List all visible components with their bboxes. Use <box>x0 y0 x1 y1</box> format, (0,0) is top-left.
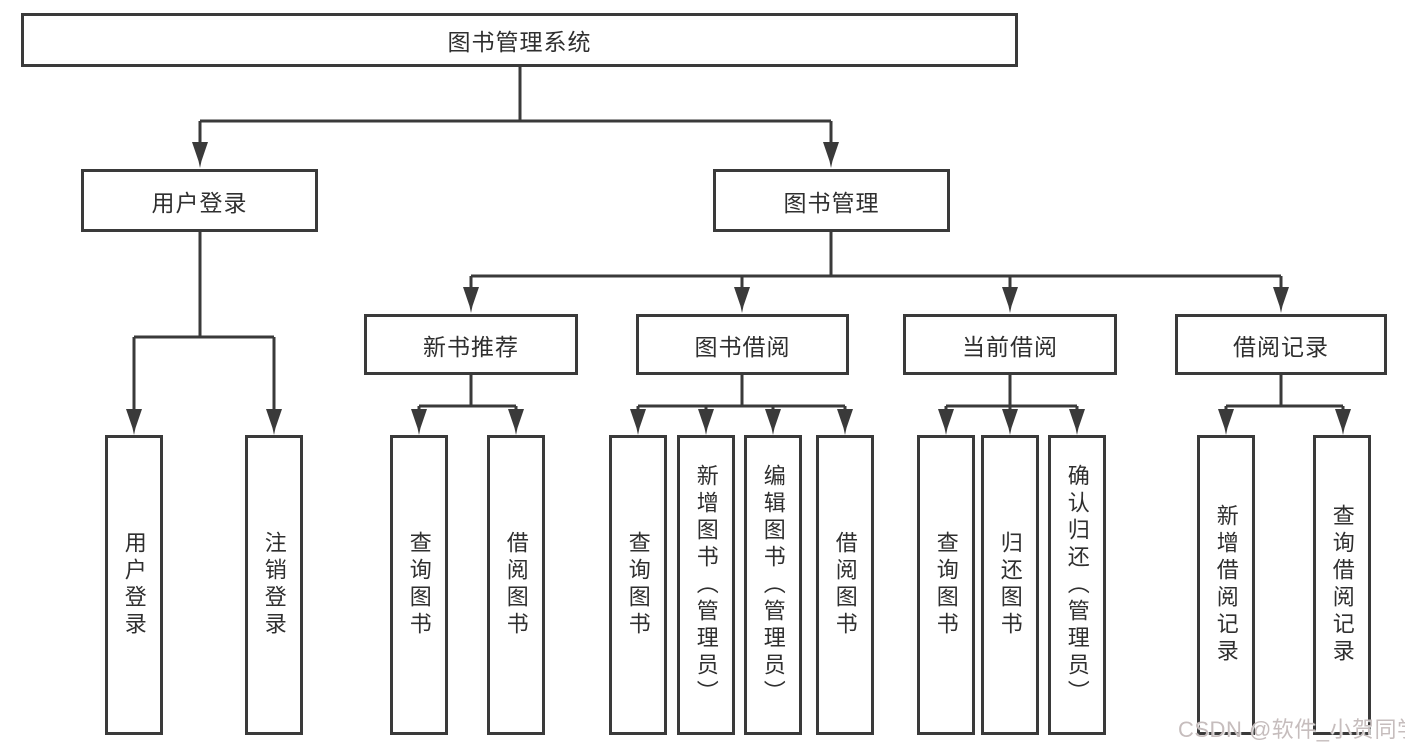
leaf-label: 注销登录 <box>261 531 287 639</box>
leaf-query-books-3: 查询图书 <box>917 435 975 735</box>
leaf-label: 查询图书 <box>933 531 959 639</box>
leaf-label: 新增图书（管理员） <box>693 463 719 707</box>
csdn-watermark: CSDN @软件_小贺同学 <box>1178 717 1405 742</box>
leaf-logout: 注销登录 <box>245 435 303 735</box>
node-borrow-records: 借阅记录 <box>1175 314 1387 375</box>
node-book-borrow: 图书借阅 <box>636 314 849 375</box>
leaf-label: 查询图书 <box>406 531 432 639</box>
leaf-edit-books-admin: 编辑图书（管理员） <box>744 435 802 735</box>
node-root: 图书管理系统 <box>21 13 1018 67</box>
leaf-query-books-1: 查询图书 <box>390 435 448 735</box>
node-user-login: 用户登录 <box>81 169 318 232</box>
leaf-label: 用户登录 <box>121 531 147 639</box>
leaf-query-books-2: 查询图书 <box>609 435 667 735</box>
leaf-label: 编辑图书（管理员） <box>760 463 786 707</box>
leaf-add-borrow-record: 新增借阅记录 <box>1197 435 1255 735</box>
leaf-label: 查询借阅记录 <box>1329 504 1355 666</box>
leaf-return-books: 归还图书 <box>981 435 1039 735</box>
leaf-query-borrow-record: 查询借阅记录 <box>1313 435 1371 735</box>
leaf-confirm-return-admin: 确认归还（管理员） <box>1048 435 1106 735</box>
leaf-borrow-books-1: 借阅图书 <box>487 435 545 735</box>
leaf-label: 借阅图书 <box>503 531 529 639</box>
leaf-label: 新增借阅记录 <box>1213 504 1239 666</box>
leaf-label: 归还图书 <box>997 531 1023 639</box>
leaf-label: 查询图书 <box>625 531 651 639</box>
leaf-user-login: 用户登录 <box>105 435 163 735</box>
leaf-add-books-admin: 新增图书（管理员） <box>677 435 735 735</box>
node-current-borrow: 当前借阅 <box>903 314 1117 375</box>
leaf-label: 借阅图书 <box>832 531 858 639</box>
leaf-label: 确认归还（管理员） <box>1064 463 1090 707</box>
node-book-management: 图书管理 <box>713 169 950 232</box>
leaf-borrow-books-2: 借阅图书 <box>816 435 874 735</box>
node-new-book-recommend: 新书推荐 <box>364 314 578 375</box>
